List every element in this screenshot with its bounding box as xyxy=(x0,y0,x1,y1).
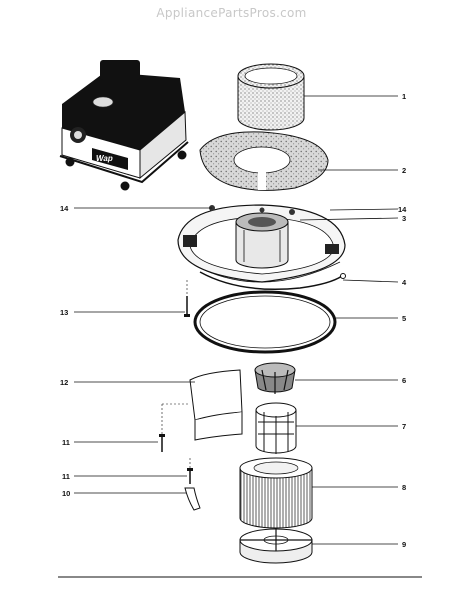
callout-1: 1 xyxy=(402,92,406,101)
brand-label: Wap xyxy=(96,154,113,163)
callout-14-right: 14 xyxy=(398,205,407,214)
screw-13 xyxy=(184,296,190,317)
callout-14-left: 14 xyxy=(60,204,69,213)
part-9-end-cap xyxy=(239,528,313,564)
part-12-deflector xyxy=(189,369,243,441)
assembly-guide-lines xyxy=(161,280,191,472)
callout-numbers: 1 2 14 3 4 5 6 7 8 9 14 13 12 11 11 10 xyxy=(60,92,407,549)
part-5-o-ring xyxy=(193,290,337,354)
callout-8: 8 xyxy=(402,483,406,492)
callout-4: 4 xyxy=(402,278,407,287)
part-6-fan-impeller xyxy=(254,362,296,394)
screw-11-lower xyxy=(187,468,193,484)
vacuum-cleaner-illustration: Wap xyxy=(59,60,189,191)
leader-lines xyxy=(74,95,399,545)
callout-12: 12 xyxy=(60,378,68,387)
part-2-crescent-plate xyxy=(199,131,329,191)
part-8-pleated-filter xyxy=(239,457,313,529)
callout-11-lower: 11 xyxy=(62,472,70,481)
part-7-motor-cage xyxy=(255,402,297,454)
part-1-foam-filter xyxy=(237,63,305,131)
watermark: AppliancePartsPros.com xyxy=(156,6,307,20)
callout-10: 10 xyxy=(62,489,70,498)
screw-11-upper xyxy=(159,434,165,452)
callout-11-upper: 11 xyxy=(62,438,70,447)
part-10-clip xyxy=(184,487,201,511)
callout-6: 6 xyxy=(402,376,406,385)
part-3-motor-housing xyxy=(177,204,346,283)
callout-5: 5 xyxy=(402,314,406,323)
callout-13: 13 xyxy=(60,308,68,317)
part-4-cable-clip xyxy=(199,271,346,291)
callout-7: 7 xyxy=(402,422,406,431)
callout-2: 2 xyxy=(402,166,406,175)
callout-3: 3 xyxy=(402,214,406,223)
callout-9: 9 xyxy=(402,540,406,549)
